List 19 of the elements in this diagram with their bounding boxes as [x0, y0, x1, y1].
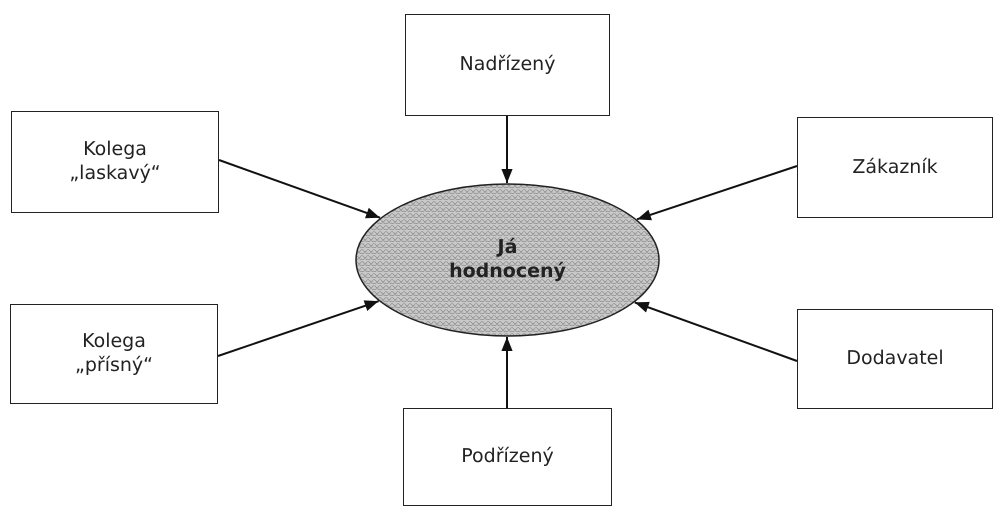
role-label: Nadřízený — [460, 53, 556, 77]
arrow — [636, 165, 798, 220]
role-box — [11, 111, 219, 213]
arrow — [501, 116, 513, 183]
center-label: Já hodnocený — [449, 236, 566, 284]
role-label: Podřízený — [461, 445, 554, 469]
role-label: Kolega „laskavý“ — [69, 138, 161, 186]
arrow — [218, 300, 379, 357]
arrow — [501, 337, 513, 408]
arrow — [634, 301, 798, 362]
role-box — [797, 309, 993, 409]
role-label: Kolega „přísný“ — [74, 330, 153, 378]
role-label: Dodavatel — [846, 347, 944, 371]
role-box — [403, 408, 612, 506]
role-label: Zákazník — [852, 156, 938, 180]
role-box — [10, 304, 218, 404]
role-box — [405, 14, 610, 116]
arrow — [218, 159, 380, 219]
role-box — [797, 117, 993, 218]
